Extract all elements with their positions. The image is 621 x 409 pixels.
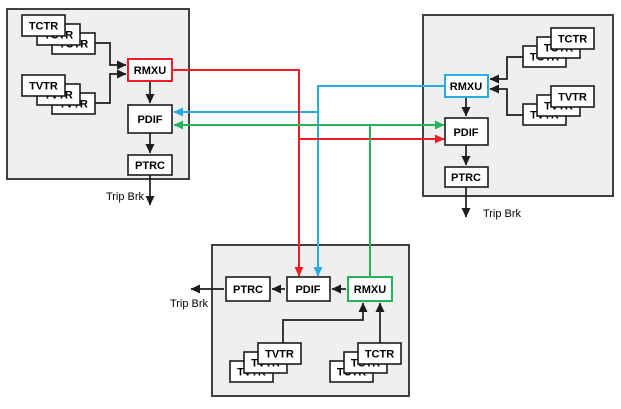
trip-brk-label: Trip Brk	[170, 298, 209, 310]
rmxu-box	[444, 74, 489, 98]
ptrc-label: PTRC	[233, 284, 263, 296]
tvtr-label: TVTR	[29, 81, 58, 93]
tvtr-stack: TVTR TVTR TVTR	[229, 342, 302, 383]
tvtr-label: TVTR	[265, 349, 294, 361]
tctr-stack: TCTR TCTR TCTR	[329, 342, 402, 383]
ptrc-box	[444, 166, 489, 188]
tvtr-label: TVTR	[558, 92, 587, 104]
tvtr-box-front	[21, 74, 66, 97]
rmxu-box	[347, 276, 393, 302]
tvtr-box-front	[550, 85, 595, 108]
tvtr-to-rmxu-wire	[95, 69, 127, 104]
trip-brk-label: Trip Brk	[106, 191, 145, 203]
pdif-label: PDIF	[295, 284, 320, 296]
tvtr-to-rmxu-wire	[282, 302, 368, 343]
ptrc-box	[225, 276, 271, 302]
pdif-label: PDIF	[453, 127, 478, 139]
tctr-label: TCTR	[29, 21, 58, 33]
tctr-label: TCTR	[558, 34, 587, 46]
tvtr-box-front	[257, 342, 302, 365]
blue-bus-main-line	[313, 85, 445, 277]
tctr-stack: TCTR TCTR TCTR	[21, 14, 96, 55]
tvtr-stack: TVTR TVTR TVTR	[522, 85, 595, 126]
rmxu-label: RMXU	[354, 284, 386, 296]
zone-3: TVTR TVTR TVTR TCTR TCTR TCTR PTRC PDIF …	[170, 276, 402, 383]
ptrc-label: PTRC	[135, 160, 165, 172]
rmxu-label: RMXU	[450, 81, 482, 93]
ptrc-box	[127, 154, 173, 176]
tctr-stack: TCTR TCTR TCTR	[522, 27, 595, 68]
zone-2: TCTR TCTR TCTR TVTR TVTR TVTR RMXU PDIF …	[444, 27, 595, 220]
tvtr-stack: TVTR TVTR TVTR	[21, 74, 96, 115]
pdif-box	[444, 117, 489, 146]
rmxu-label: RMXU	[134, 65, 166, 77]
red-bus-main-line	[172, 69, 304, 277]
pdif-box	[286, 276, 331, 302]
tctr-box-front	[21, 14, 66, 37]
trip-brk-label: Trip Brk	[483, 208, 522, 220]
tctr-to-rmxu-wire	[489, 56, 523, 84]
tctr-box-front	[357, 342, 402, 365]
tctr-label: TCTR	[365, 349, 394, 361]
tvtr-to-rmxu-wire	[489, 84, 523, 116]
ptrc-label: PTRC	[451, 172, 481, 184]
zone-1: TCTR TCTR TCTR TVTR TVTR TVTR RMXU PDIF …	[21, 14, 173, 206]
rmxu-box	[127, 58, 173, 82]
tctr-box-front	[550, 27, 595, 50]
pdif-label: PDIF	[137, 114, 162, 126]
pdif-box	[127, 104, 173, 134]
tctr-to-rmxu-wire	[95, 42, 127, 70]
